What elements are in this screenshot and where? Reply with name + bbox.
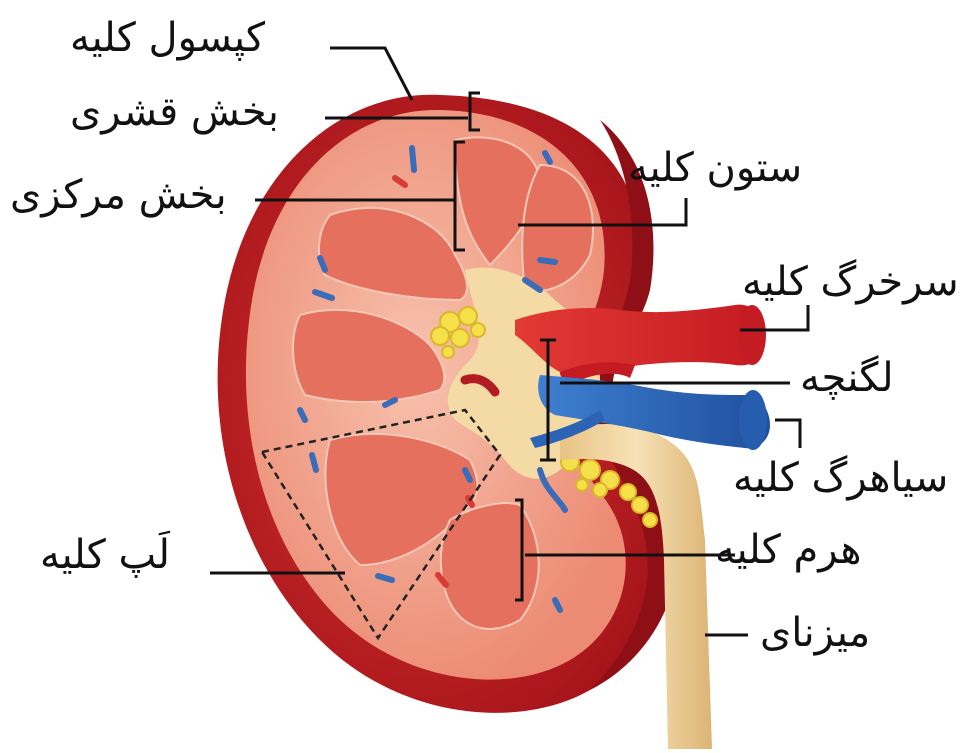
label-renal-artery: سرخرگ کلیه — [742, 262, 959, 302]
label-medulla: بخش مرکزی — [10, 175, 227, 215]
label-renal-pelvis: لگنچه — [800, 358, 894, 398]
label-renal-capsule: کپسول کلیه — [70, 18, 265, 58]
label-renal-column: ستون کلیه — [628, 148, 802, 188]
label-renal-vein: سیاهرگ کلیه — [733, 458, 948, 498]
label-renal-lobe: لَپ کلیه — [40, 535, 170, 575]
renal-artery-end — [738, 305, 766, 365]
label-ureter: میزنای — [760, 613, 870, 653]
renal-vein-end — [739, 390, 767, 450]
label-cortex: بخش قشری — [70, 92, 279, 132]
label-renal-pyramid: هرم کلیه — [715, 530, 861, 570]
pyramid-bottom — [441, 503, 539, 629]
